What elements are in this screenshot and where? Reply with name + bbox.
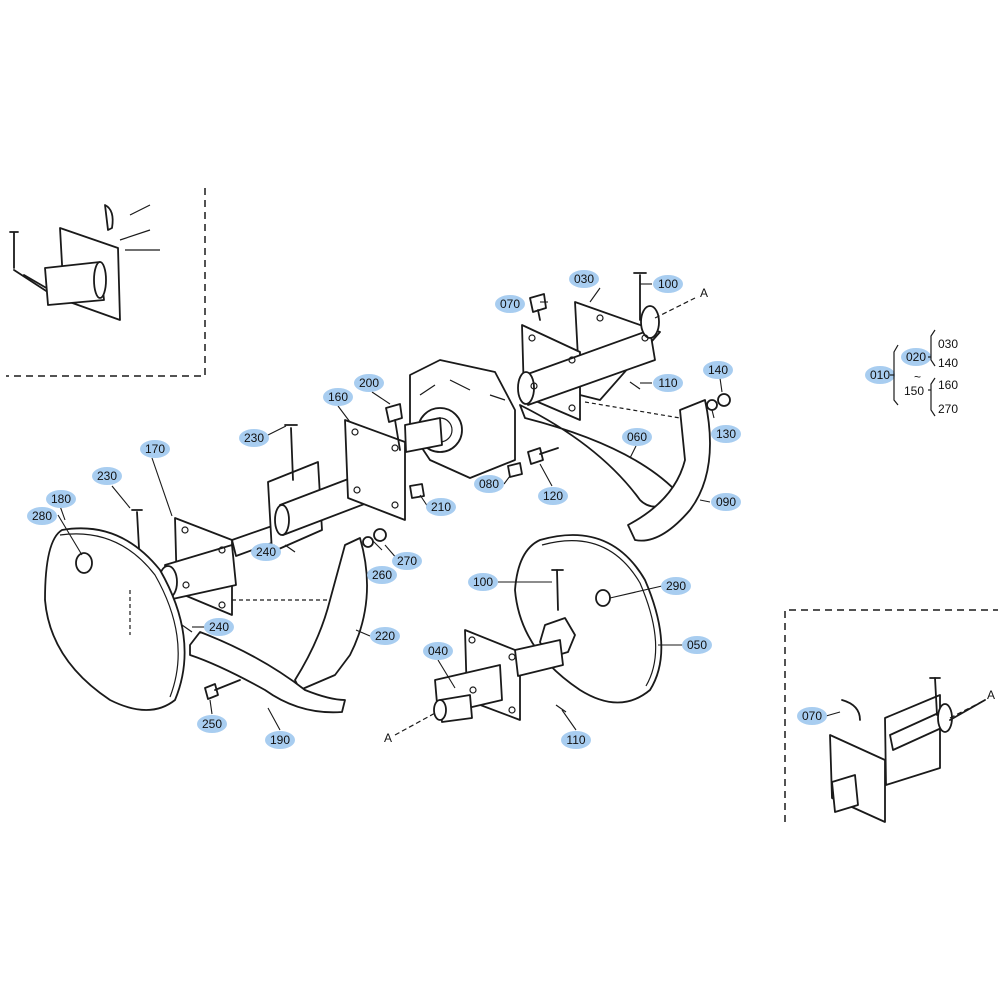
inset-top-left [6, 188, 206, 377]
callout-230-left: 230 [92, 467, 122, 485]
lower-center-bracket [433, 629, 564, 723]
callout-060: 060 [622, 428, 652, 446]
svg-text:080: 080 [479, 477, 499, 491]
svg-text:240: 240 [256, 545, 276, 559]
right-bracket-assembly [517, 301, 661, 421]
axis-letter-a-top: A [700, 286, 708, 300]
svg-text:200: 200 [359, 376, 379, 390]
svg-text:110: 110 [658, 376, 677, 390]
callout-180: 180 [46, 490, 76, 508]
leader-lines [57, 283, 841, 731]
callout-160: 160 [323, 388, 353, 406]
svg-text:070: 070 [802, 709, 822, 723]
svg-text:070: 070 [500, 297, 520, 311]
callout-240-bottom: 240 [204, 618, 234, 636]
svg-text:100: 100 [473, 575, 493, 589]
callout-010: 010 [865, 366, 895, 384]
callout-110-top: 110 [653, 374, 683, 392]
callout-100-mid: 100 [468, 573, 498, 591]
svg-text:290: 290 [666, 579, 686, 593]
left-bracket-assembly [158, 419, 406, 616]
callout-100-top: 100 [653, 275, 683, 293]
disc-050-right [514, 534, 663, 704]
svg-text:040: 040 [428, 644, 448, 658]
axis-letter-a-bottom: A [384, 731, 392, 745]
callout-labels: 030 100 070 110 140 130 060 090 080 120 … [27, 270, 931, 749]
svg-text:280: 280 [32, 509, 52, 523]
tine-220 [294, 537, 368, 691]
callout-290: 290 [661, 577, 691, 595]
svg-text:120: 120 [543, 489, 563, 503]
callout-040: 040 [423, 642, 453, 660]
callout-120: 120 [538, 487, 568, 505]
fasteners [131, 272, 731, 713]
svg-text:060: 060 [627, 430, 647, 444]
disc-180-left [44, 527, 186, 711]
inset-left-bracket-drawing [9, 204, 160, 321]
svg-text:220: 220 [375, 629, 395, 643]
tine-090 [627, 399, 711, 542]
svg-text:170: 170 [145, 442, 165, 456]
svg-text:180: 180 [51, 492, 71, 506]
callout-190: 190 [265, 731, 295, 749]
callout-020: 020 [901, 348, 931, 366]
callout-200: 200 [354, 374, 384, 392]
svg-text:270: 270 [397, 554, 417, 568]
callout-050: 050 [682, 636, 712, 654]
svg-text:130: 130 [716, 427, 736, 441]
axis-letters: A A A [384, 286, 995, 745]
svg-text:250: 250 [202, 717, 222, 731]
svg-text:240: 240 [209, 620, 229, 634]
inset-bottom-right [784, 609, 998, 823]
svg-text:210: 210 [431, 500, 451, 514]
callout-070-right: 070 [797, 707, 827, 725]
callout-080: 080 [474, 475, 504, 493]
svg-text:020: 020 [906, 350, 926, 364]
svg-text:260: 260 [372, 568, 392, 582]
inset-right-bracket-drawing [829, 677, 986, 823]
tine-190 [189, 631, 346, 714]
gearbox-drawing [404, 359, 516, 479]
svg-text:190: 190 [270, 733, 290, 747]
tree-node-030: 030 [938, 337, 958, 351]
svg-text:160: 160 [328, 390, 348, 404]
callout-240-top: 240 [251, 543, 281, 561]
callout-070-top: 070 [495, 295, 525, 313]
svg-text:050: 050 [687, 638, 707, 652]
axis-letter-a-right: A [987, 688, 995, 702]
svg-text:030: 030 [574, 272, 594, 286]
callout-260: 260 [367, 566, 397, 584]
svg-text:230: 230 [244, 431, 264, 445]
tree-node-140: 140 [938, 356, 958, 370]
svg-text:230: 230 [97, 469, 117, 483]
svg-text:110: 110 [566, 733, 585, 747]
svg-text:090: 090 [716, 495, 736, 509]
callout-210: 210 [426, 498, 456, 516]
tree-node-150: 150 [904, 384, 924, 398]
callout-280: 280 [27, 507, 57, 525]
assembly-tree: ~ 150 030 140 160 270 [890, 329, 958, 417]
callout-270: 270 [392, 552, 422, 570]
callout-110-mid: 110 [561, 731, 591, 749]
tree-node-270: 270 [938, 402, 958, 416]
callout-250: 250 [197, 715, 227, 733]
svg-text:100: 100 [658, 277, 678, 291]
callout-130: 130 [711, 425, 741, 443]
callout-220: 220 [370, 627, 400, 645]
callout-090: 090 [711, 493, 741, 511]
callout-030: 030 [569, 270, 599, 288]
callout-230-top: 230 [239, 429, 269, 447]
svg-text:010: 010 [870, 368, 890, 382]
callout-170: 170 [140, 440, 170, 458]
svg-text:140: 140 [708, 363, 728, 377]
tree-node-160: 160 [938, 378, 958, 392]
tree-node-tilde: ~ [914, 370, 921, 384]
axis-lines [129, 297, 986, 736]
callout-140: 140 [703, 361, 733, 379]
